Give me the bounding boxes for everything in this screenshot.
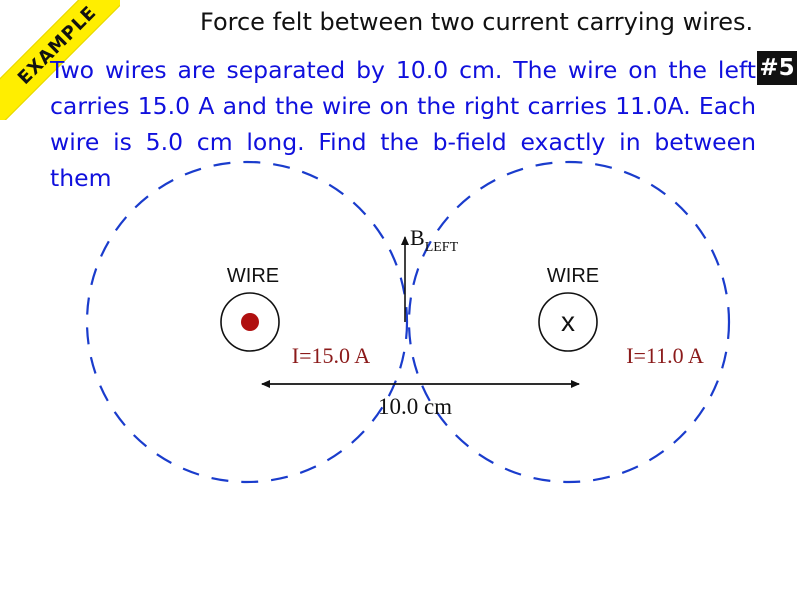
left-wire-label: WIRE xyxy=(227,265,279,287)
left-current-label: I=15.0 A xyxy=(292,343,371,368)
problem-number-badge: #5 xyxy=(757,51,797,85)
current-in-x-icon: x xyxy=(561,306,575,337)
current-out-dot-icon xyxy=(241,313,259,331)
right-wire-label: WIRE xyxy=(547,265,599,287)
right-field-circle xyxy=(407,160,731,484)
right-wire-circle xyxy=(538,292,598,352)
right-current-label: I=11.0 A xyxy=(626,343,704,368)
left-field-circle xyxy=(85,160,409,484)
b-field-label: BLEFT xyxy=(410,225,459,255)
separation-label: 10.0 cm xyxy=(378,394,452,419)
problem-statement: Two wires are separated by 10.0 cm. The … xyxy=(50,56,756,192)
page-title: Force felt between two current carrying … xyxy=(200,8,754,36)
